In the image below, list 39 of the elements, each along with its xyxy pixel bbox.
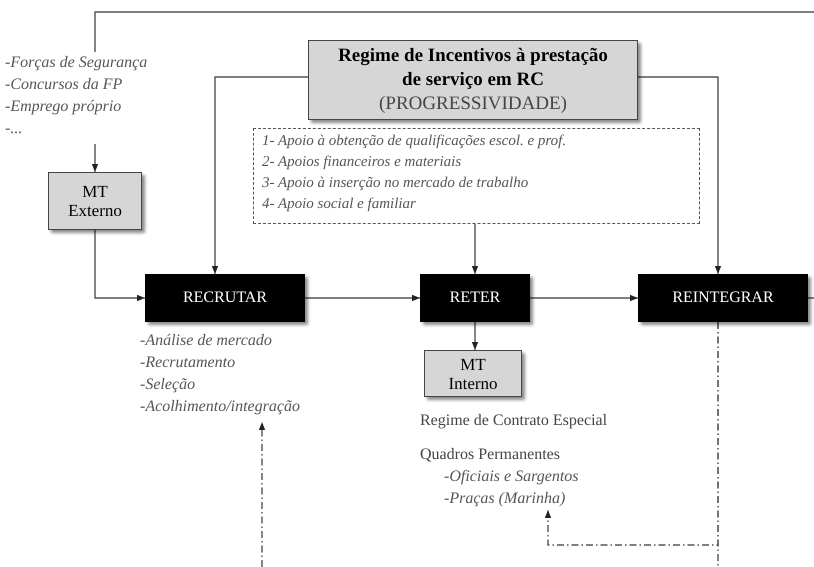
stage-box [420,274,530,322]
box-title: Regime de Incentivos à prestação de serviço em RC [337,44,609,92]
incentive-box [308,40,638,120]
regime-label: Regime de Contrato Especial [420,411,608,431]
market-box [424,350,522,397]
arrow [472,224,478,274]
stage-box [638,274,808,322]
list-item: -Recrutamento [140,353,236,373]
box-label: MT Externo [67,182,123,220]
support-list-box [253,128,700,224]
box-label: RECRUTAR [182,288,268,308]
regime-label: Quadros Permanentes [420,445,561,465]
stage-box [145,274,305,322]
arrow [94,230,145,302]
list-item: 1- Apoio à obtenção de qualificações escol. e prof. [262,132,568,151]
list-item: -Emprego próprio [5,97,122,117]
box-label: RETER [450,288,500,308]
dashed-arrow [258,422,266,567]
box-label: REINTEGRAR [672,288,774,308]
box-subtitle: (PROGRESSIVIDADE) [379,92,567,116]
list-item: -Forças de Segurança [5,53,148,73]
list-item: 2- Apoios financeiros e materiais [262,153,462,172]
list-item: -Praças (Marinha) [443,489,566,509]
arrow [305,294,420,302]
list-item: -Concursos da FP [5,75,124,95]
market-box [48,172,142,230]
list-item: -Seleção [140,375,196,395]
list-item: -Oficiais e Sargentos [443,467,580,487]
arrow [92,144,98,172]
list-item: -... [5,119,24,139]
list-item: 3- Apoio à inserção no mercado de trabalho [262,174,530,193]
arrow [472,322,478,350]
arrow [638,76,722,274]
arrow [530,294,638,302]
list-item: -Acolhimento/integração [140,397,301,417]
list-item: -Análise de mercado [140,331,273,351]
arrow [212,76,308,274]
box-label: MT Interno [447,354,499,392]
list-item: 4- Apoio social e familiar [262,195,417,214]
